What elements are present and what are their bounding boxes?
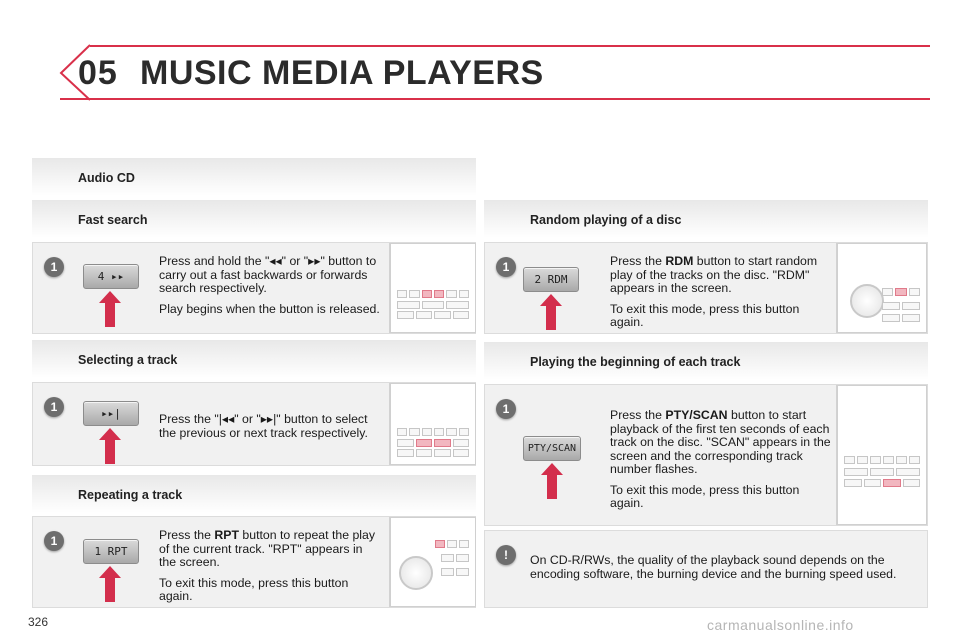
section-title: Playing the beginning of each track [530, 355, 741, 369]
pointer-arrow-icon [541, 463, 563, 499]
pointer-arrow-icon [99, 428, 121, 464]
paragraph: Press the "|◂◂" or "▸▸|" button to selec… [159, 412, 368, 440]
panel-fast-search: 1 4 ▸▸ Press and hold the "◂◂" or "▸▸" b… [32, 242, 476, 334]
section-random-playing: Random playing of a disc [484, 200, 928, 238]
next-track-button-icon: ▸▸| [83, 401, 139, 426]
paragraph: To exit this mode, press this button aga… [610, 482, 800, 510]
page-title: MUSIC MEDIA PLAYERS [140, 54, 544, 92]
watermark: carmanualsonline.info [707, 617, 854, 633]
warning-icon: ! [496, 545, 516, 565]
radio-faceplate-image [390, 243, 476, 333]
pointer-arrow-icon [99, 291, 121, 327]
note-text: On CD-R/RWs, the quality of the playback… [530, 553, 897, 581]
step-badge: 1 [496, 257, 516, 277]
step-badge: 1 [44, 531, 64, 551]
header-rule-top [90, 45, 930, 47]
paragraph: Play begins when the button is released. [159, 301, 380, 316]
section-audio-cd: Audio CD [32, 158, 476, 196]
header-chevron [59, 44, 91, 101]
divider [836, 385, 837, 525]
page-number: 326 [28, 615, 49, 629]
pointer-arrow-icon [99, 566, 121, 602]
step-badge: 1 [44, 397, 64, 417]
instruction-text: Press the RPT button to repeat the play … [159, 528, 379, 604]
step-badge: 1 [496, 399, 516, 419]
instruction-text: Press the PTY/SCAN button to start playb… [610, 408, 836, 511]
section-title: Selecting a track [78, 353, 178, 367]
rdm-button-icon: 2 RDM [523, 267, 579, 292]
paragraph: Press the RDM button to start random pla… [610, 254, 818, 295]
divider [836, 243, 837, 333]
paragraph: To exit this mode, press this button aga… [610, 301, 800, 329]
step-badge: 1 [44, 257, 64, 277]
section-fast-search: Fast search [32, 200, 476, 238]
panel-selecting-track: 1 ▸▸| Press the "|◂◂" or "▸▸|" button to… [32, 382, 476, 466]
section-title: Fast search [78, 213, 148, 227]
radio-faceplate-image [837, 243, 927, 333]
radio-faceplate-image [837, 385, 927, 525]
paragraph: Press the PTY/SCAN button to start playb… [610, 408, 831, 476]
section-title: Audio CD [78, 171, 135, 185]
panel-playing-beginning: 1 PTY/SCAN Press the PTY/SCAN button to … [484, 384, 928, 526]
panel-note: ! On CD-R/RWs, the quality of the playba… [484, 530, 928, 608]
divider [389, 383, 390, 465]
panel-repeating-track: 1 1 RPT Press the RPT button to repeat t… [32, 516, 476, 608]
header-rule-bottom [60, 98, 930, 100]
section-repeating-track: Repeating a track [32, 475, 476, 513]
section-title: Repeating a track [78, 488, 183, 502]
radio-faceplate-image [390, 517, 476, 607]
rpt-button-icon: 1 RPT [83, 539, 139, 564]
panel-random-playing: 1 2 RDM Press the RDM button to start ra… [484, 242, 928, 334]
divider [389, 243, 390, 333]
instruction-text: Press the "|◂◂" or "▸▸|" button to selec… [159, 412, 383, 440]
radio-faceplate-image [390, 383, 476, 465]
section-playing-beginning: Playing the beginning of each track [484, 342, 928, 380]
pointer-arrow-icon [540, 294, 562, 330]
paragraph: Press the RPT button to repeat the play … [159, 528, 376, 569]
section-selecting-track: Selecting a track [32, 340, 476, 378]
divider [389, 517, 390, 607]
instruction-text: Press and hold the "◂◂" or "▸▸" button t… [159, 254, 381, 316]
section-title: Random playing of a disc [530, 213, 682, 227]
paragraph: To exit this mode, press this button aga… [159, 575, 349, 603]
paragraph: Press and hold the "◂◂" or "▸▸" button t… [159, 254, 377, 295]
chapter-number: 05 [78, 54, 118, 92]
instruction-text: Press the RDM button to start random pla… [610, 254, 834, 330]
seek-button-icon: 4 ▸▸ [83, 264, 139, 289]
pty-scan-button-icon: PTY/SCAN [523, 436, 581, 461]
